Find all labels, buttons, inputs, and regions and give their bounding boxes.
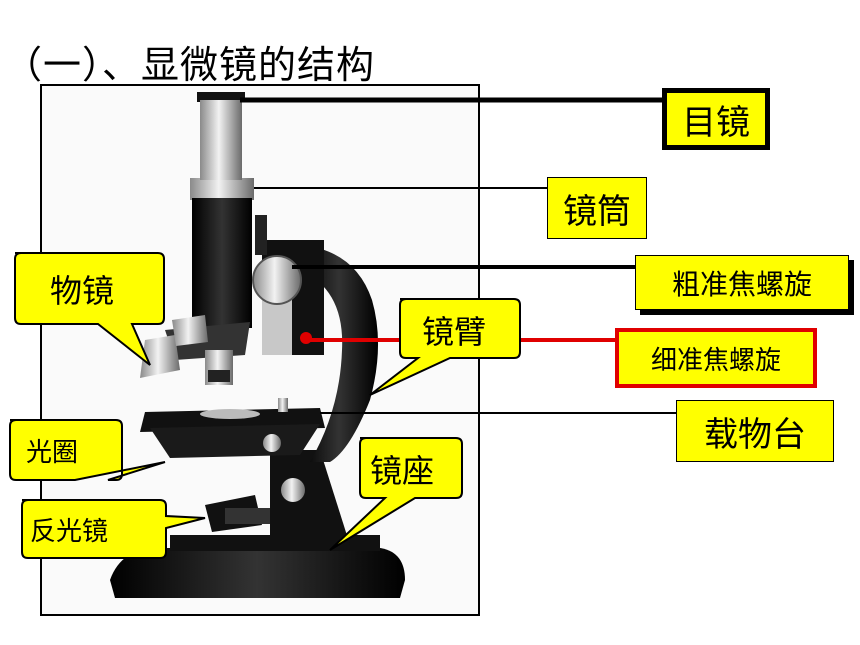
- arm-label: 镜臂: [422, 313, 487, 351]
- tube-part: [190, 178, 267, 328]
- arm-callout: [369, 298, 521, 396]
- mirror-part: [205, 495, 273, 532]
- diaphragm-label: 光圈: [26, 438, 79, 468]
- pillar-part: [270, 450, 350, 545]
- stage-part: [140, 398, 325, 458]
- base-label: 镜座: [370, 452, 435, 490]
- eyepiece-label: 目镜: [662, 88, 770, 150]
- objective-callout: [14, 252, 165, 366]
- arm-part: [300, 245, 379, 462]
- page-title: （一）、显微镜的结构: [4, 43, 376, 87]
- diaphragm-callout: [9, 419, 166, 481]
- objective-label: 物镜: [50, 272, 115, 310]
- mirror-callout: [21, 499, 206, 559]
- coarse-focus-label: 粗准焦螺旋: [635, 255, 849, 310]
- eyepiece-part: [197, 92, 245, 180]
- stage-label: 载物台: [676, 400, 834, 462]
- base-callout: [329, 437, 463, 551]
- focus-block: [252, 240, 324, 355]
- mirror-label: 反光镜: [30, 517, 109, 547]
- tube-label: 镜筒: [547, 177, 647, 239]
- objective-part: [140, 315, 250, 385]
- fine-focus-label: 细准焦螺旋: [615, 328, 817, 388]
